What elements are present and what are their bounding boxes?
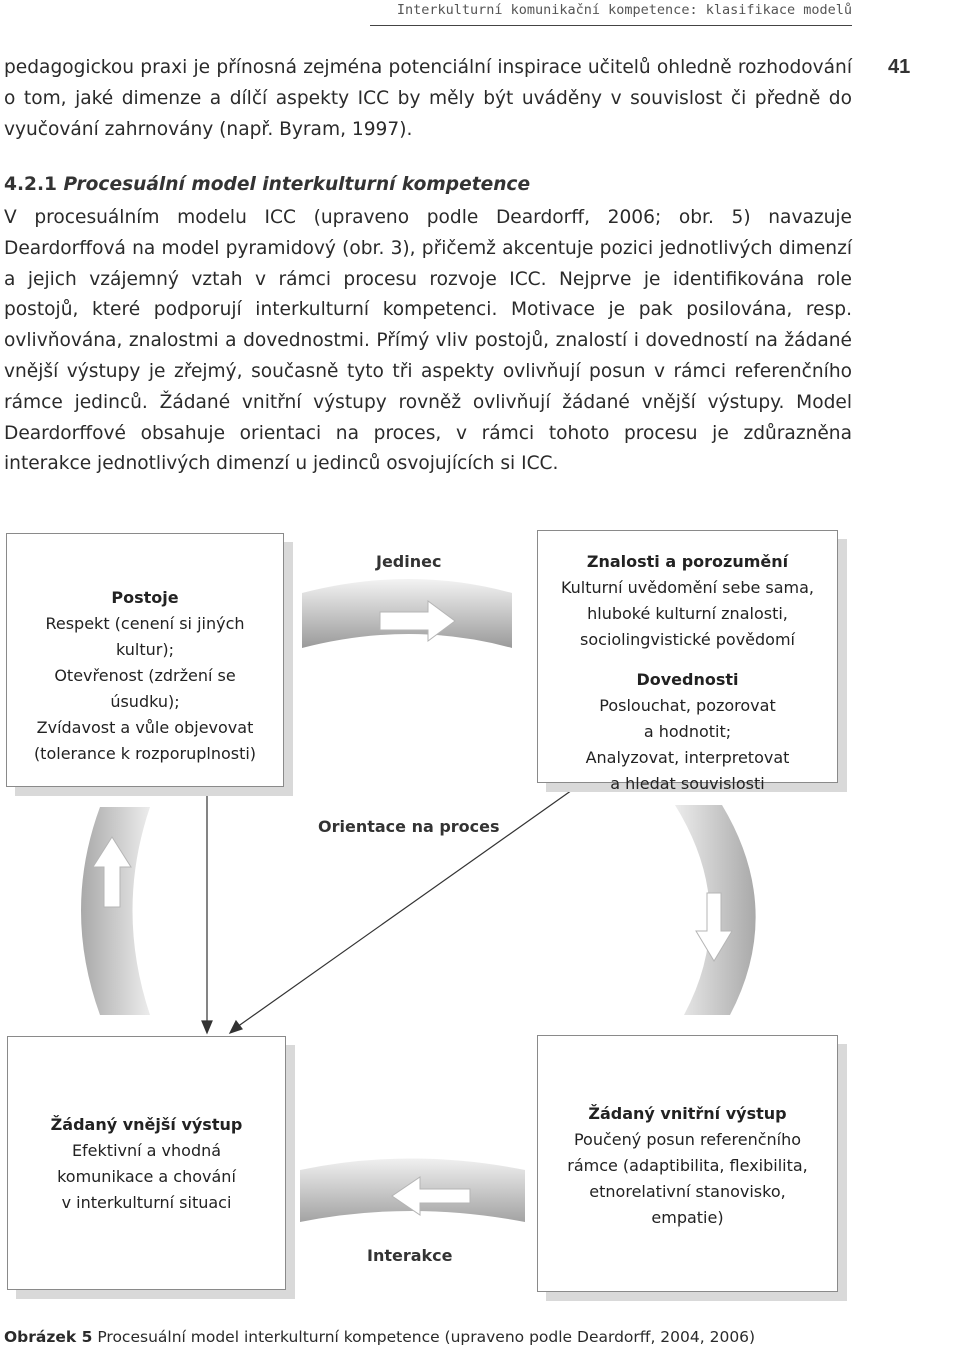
section-number: 4.2.1 bbox=[4, 174, 57, 195]
page-number: 41 bbox=[888, 56, 911, 78]
label-interakce: Interakce bbox=[367, 1246, 453, 1265]
flow-arrows bbox=[81, 579, 756, 1222]
box-vnejsi-vystup: Žádaný vnější výstup Efektivní a vhodná … bbox=[7, 1036, 286, 1290]
section-title: Procesuální model interkulturní kompeten… bbox=[63, 174, 531, 195]
vnitrni-vystup-title: Žádaný vnitřní výstup bbox=[588, 1104, 787, 1123]
vnejsi-vystup-title: Žádaný vnější výstup bbox=[50, 1115, 243, 1134]
bottom-left-arrow-icon bbox=[391, 1176, 471, 1216]
vnitrni-vystup-text: Poučený posun referenčního rámce (adapti… bbox=[567, 1130, 808, 1227]
caption-text: Procesuální model interkulturní kompeten… bbox=[97, 1328, 756, 1346]
left-band bbox=[81, 807, 150, 1015]
label-jedinec: Jedinec bbox=[376, 552, 442, 571]
figure-caption: Obrázek 5 Procesuální model interkulturn… bbox=[4, 1328, 755, 1346]
postoje-title: Postoje bbox=[111, 588, 179, 607]
running-head: Interkulturní komunikační kompetence: kl… bbox=[370, 2, 852, 26]
dovednosti-text: Poslouchat, pozorovat a hodnotit; Analyz… bbox=[585, 696, 790, 793]
caption-label: Obrázek 5 bbox=[4, 1328, 93, 1346]
vnejsi-vystup-text: Efektivní a vhodná komunikace a chování … bbox=[57, 1141, 236, 1212]
box-postoje: Postoje Respekt (cenení si jiných kultur… bbox=[6, 533, 284, 787]
process-model-figure: Postoje Respekt (cenení si jiných kultur… bbox=[0, 515, 960, 1295]
znalosti-text: Kulturní uvědomění sebe sama, hluboké ku… bbox=[560, 578, 815, 649]
box-vnitrni-vystup: Žádaný vnitřní výstup Poučený posun refe… bbox=[537, 1035, 838, 1292]
intro-paragraph: pedagogickou praxi je přínosná zejména p… bbox=[4, 57, 852, 140]
right-down-arrow-icon bbox=[695, 892, 733, 962]
postoje-text: Respekt (cenení si jiných kultur); Otevř… bbox=[33, 614, 257, 763]
connector-arrows bbox=[201, 782, 583, 1035]
left-up-arrow-icon bbox=[92, 836, 132, 908]
box-znalosti-dovednosti: Znalosti a porozumění Kulturní uvědomění… bbox=[537, 530, 838, 793]
section-heading: 4.2.1 Procesuální model interkulturní ko… bbox=[4, 174, 530, 195]
label-orientace-na-proces: Orientace na proces bbox=[318, 817, 500, 836]
dovednosti-title: Dovednosti bbox=[636, 670, 739, 689]
top-right-arrow-icon bbox=[379, 600, 456, 642]
body-paragraph: V procesuálním modelu ICC (upraveno podl… bbox=[4, 207, 852, 475]
znalosti-title: Znalosti a porozumění bbox=[586, 552, 789, 571]
